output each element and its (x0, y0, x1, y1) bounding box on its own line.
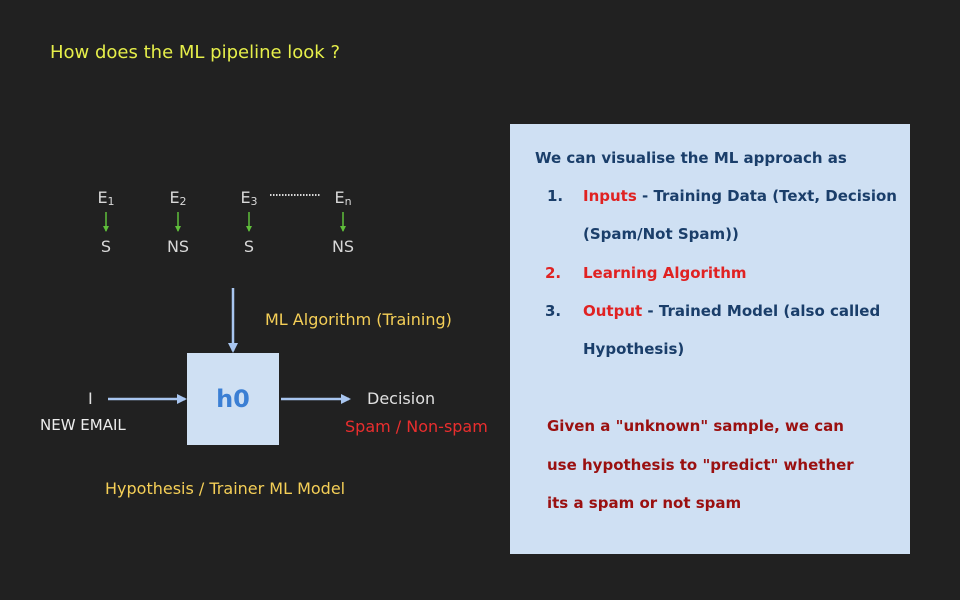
decision-values: Spam / Non-spam (345, 417, 488, 436)
example-en-label: NS (331, 237, 355, 256)
panel-item-3: Output - Trained Model (also called (583, 302, 881, 320)
explanation-panel: We can visualise the ML approach as 1. I… (510, 124, 910, 554)
panel-item-2: Learning Algorithm (583, 264, 747, 282)
example-e2: E2 (169, 188, 187, 208)
example-en: En (334, 188, 352, 208)
model-box-label: h0 (216, 385, 250, 413)
panel-intro: We can visualise the ML approach as (535, 149, 847, 167)
new-email-label: NEW EMAIL (40, 416, 126, 434)
decision-label: Decision (367, 389, 436, 408)
panel-item-1-continued: (Spam/Not Spam)) (583, 225, 739, 243)
panel-item-3-number: 3. (545, 302, 562, 320)
input-label: I (88, 389, 93, 408)
hypothesis-label: Hypothesis / Trainer ML Model (105, 479, 346, 498)
example-e3: E3 (240, 188, 258, 208)
panel-note-line-3: its a spam or not spam (547, 494, 742, 512)
example-e1-label: S (100, 237, 112, 256)
panel-item-1-number: 1. (547, 187, 564, 205)
panel-item-1: Inputs - Training Data (Text, Decision (583, 187, 897, 205)
panel-note-line-2: use hypothesis to "predict" whether (547, 456, 854, 474)
panel-note-line-1: Given a "unknown" sample, we can (547, 417, 844, 435)
example-e2-label: NS (166, 237, 190, 256)
panel-item-3-continued: Hypothesis) (583, 340, 685, 358)
slide-title: How does the ML pipeline look ? (50, 42, 341, 63)
example-e3-label: S (243, 237, 255, 256)
panel-item-2-number: 2. (545, 264, 562, 282)
model-box: h0 (187, 353, 279, 445)
ml-algorithm-label: ML Algorithm (Training) (265, 310, 452, 329)
example-e1: E1 (97, 188, 115, 208)
